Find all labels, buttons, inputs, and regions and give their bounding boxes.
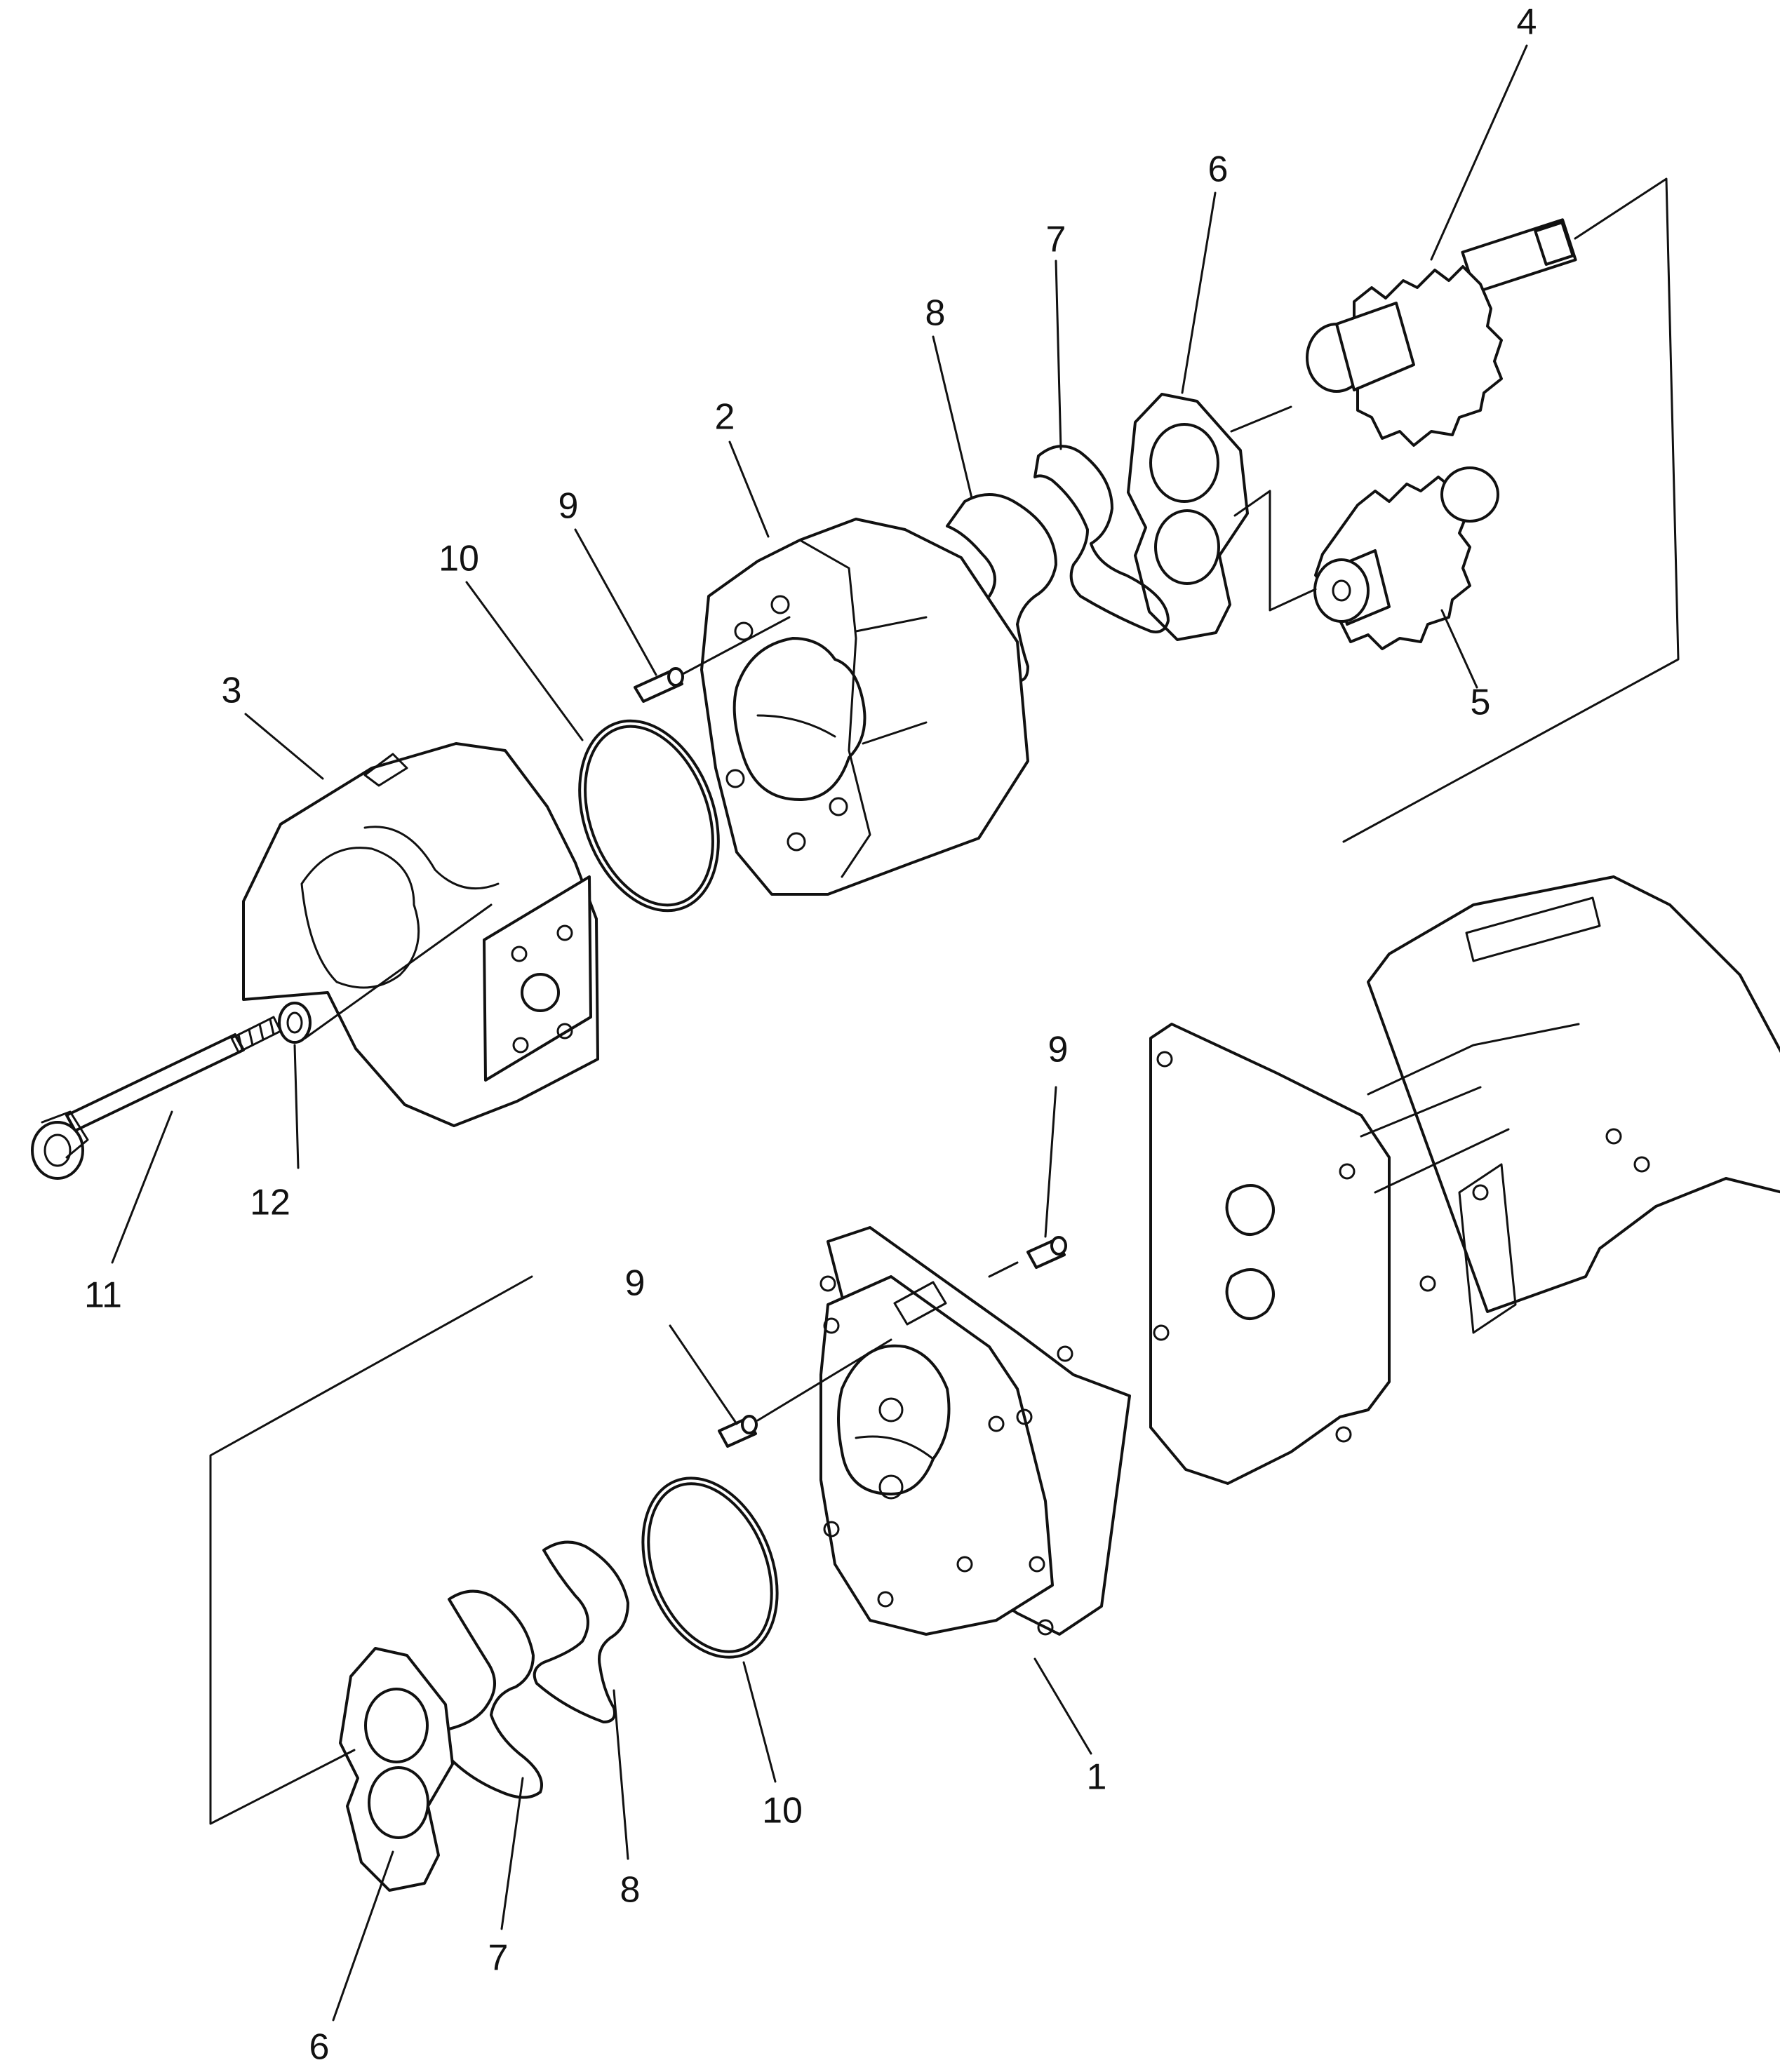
part-12-washer [278,1002,312,1044]
part-8-upper-seal [941,493,1057,682]
part-6-upper-side-plate [1127,393,1249,641]
part-3-cover [242,742,599,1127]
part-5-driven-gear [1313,466,1499,650]
callout-7-lower: 7 [488,1938,509,1979]
part-8-lower-seal [533,1540,629,1723]
callout-6-upper: 6 [1208,149,1229,190]
callouts: 4 6 7 8 2 9 10 3 5 12 11 9 9 10 8 7 6 1 [84,2,1537,2068]
upper-group-bracket [1342,177,1680,843]
callout-2: 2 [715,397,735,438]
part-2-gear-case [700,518,1029,896]
callout-6-lower: 6 [309,2027,330,2068]
callout-4: 4 [1517,2,1537,43]
callout-11: 11 [84,1275,122,1316]
callout-8-lower: 8 [620,1870,641,1911]
lower-group-bracket [209,1275,533,1825]
part-10-lower-o-ring [641,1476,779,1659]
callout-5: 5 [1471,682,1491,723]
callout-9-upper: 9 [558,486,579,527]
callout-9-lower-right: 9 [1048,1030,1069,1070]
assembled-pump [1149,875,1780,1485]
part-9-dowel-pin-upper [634,616,791,703]
part-11-bolt [31,1016,282,1180]
callout-8-upper: 8 [925,293,946,334]
part-10-upper-o-ring [578,719,720,913]
part-7-lower-seal [438,1589,543,1799]
leader-lines [111,44,1528,2021]
callout-10-lower: 10 [762,1791,803,1831]
part-4-drive-gear-shaft [1306,218,1577,447]
part-6-lower-side-plate [339,1647,454,1892]
callout-3: 3 [222,671,242,711]
callout-7-upper: 7 [1046,220,1066,260]
callout-10-upper: 10 [439,539,479,579]
callout-12: 12 [250,1183,290,1223]
part-1-body-flange [819,1226,1131,1636]
callout-9-lower-left: 9 [625,1263,645,1304]
part-7-upper-seal [1033,445,1170,633]
part-9-dowel-pin-lower-right [988,1236,1067,1278]
part-9-dowel-pin-lower-left [718,1338,892,1448]
callout-1: 1 [1087,1757,1107,1798]
